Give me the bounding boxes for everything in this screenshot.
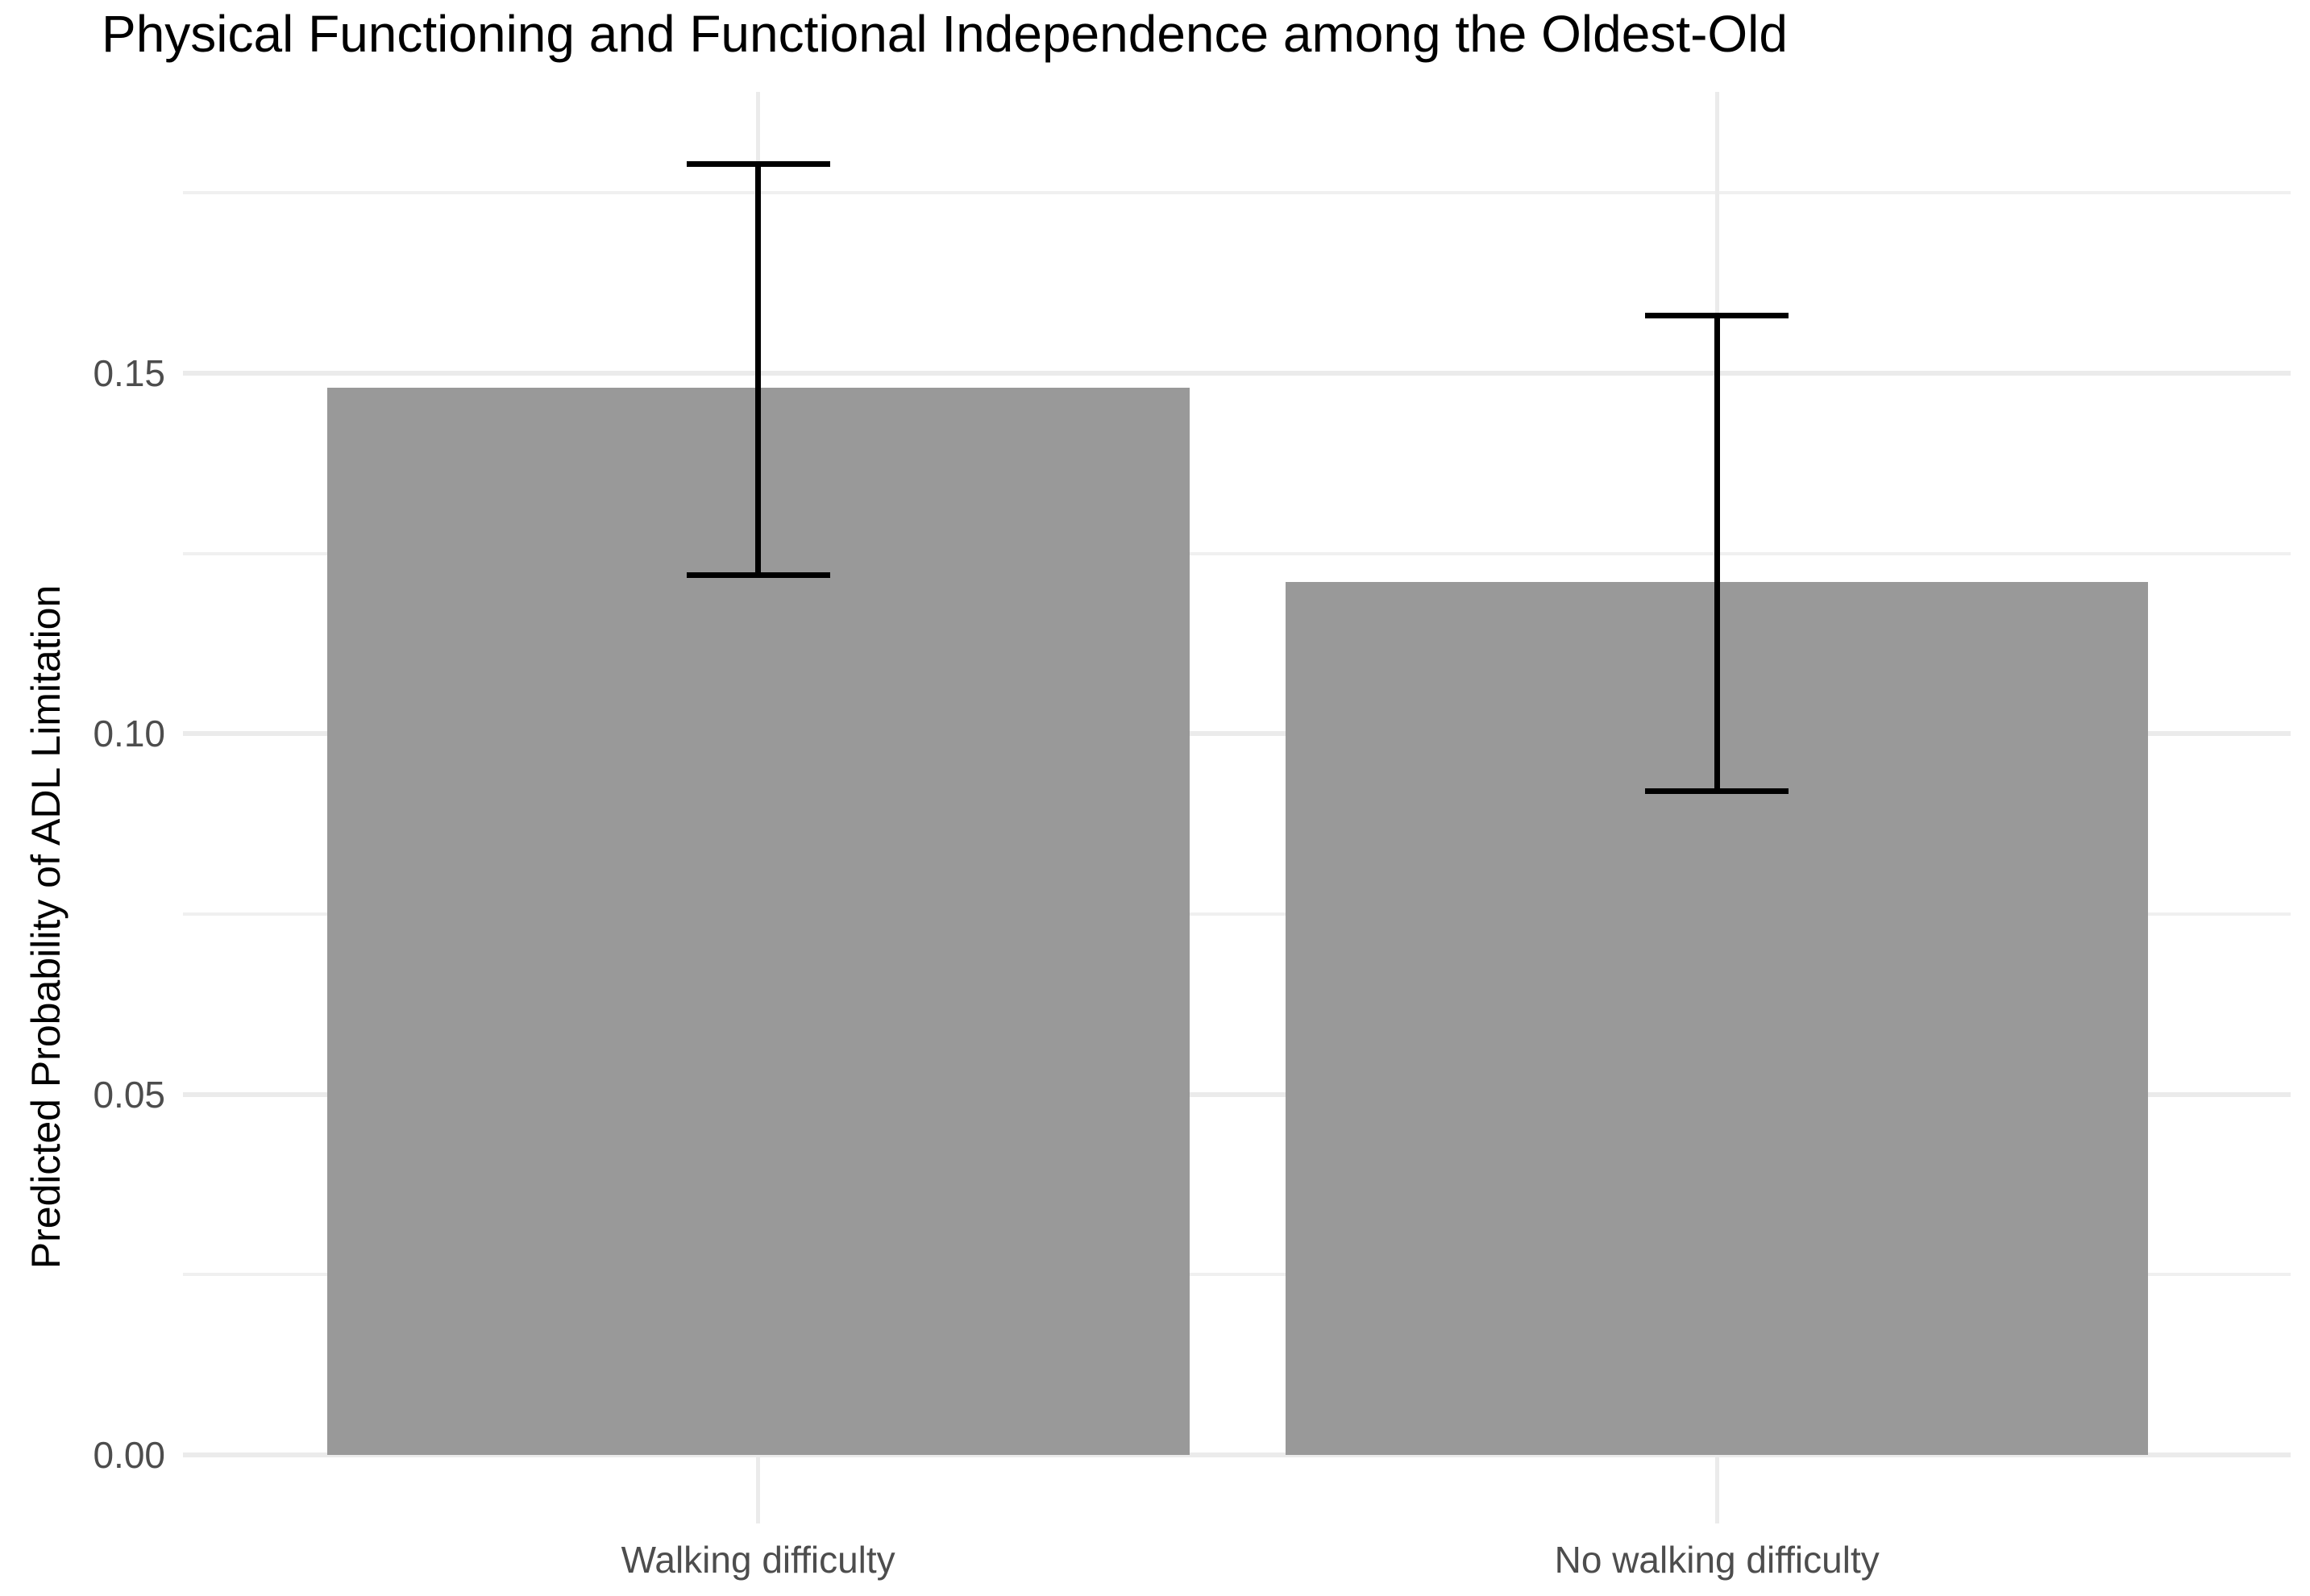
minor-gridline — [183, 191, 2291, 195]
error-bar-line — [1714, 315, 1720, 792]
error-bar-cap-bottom — [686, 571, 830, 578]
minor-gridline — [183, 1273, 2291, 1277]
y-tick-label: 0.15 — [93, 351, 165, 394]
x-tick-label: No walking difficulty — [1554, 1539, 1880, 1581]
y-tick-label: 0.05 — [93, 1073, 165, 1116]
minor-gridline — [183, 912, 2291, 916]
y-tick-label: 0.00 — [93, 1434, 165, 1476]
major-gridline — [183, 731, 2291, 737]
error-bar-line — [755, 164, 762, 576]
plot-panel — [183, 92, 2291, 1523]
error-bar-cap-bottom — [1645, 788, 1789, 795]
chart-title: Physical Functioning and Functional Inde… — [102, 5, 1788, 63]
x-tick-label: Walking difficulty — [621, 1539, 895, 1581]
error-bar-cap-top — [1645, 312, 1789, 318]
minor-gridline — [183, 551, 2291, 555]
error-bar-cap-top — [686, 160, 830, 167]
major-gridline — [183, 370, 2291, 376]
y-tick-label: 0.10 — [93, 713, 165, 755]
major-gridline — [183, 1453, 2291, 1457]
major-gridline — [183, 1091, 2291, 1097]
y-axis-title-text: Predicted Probability of ADL Limitation — [23, 584, 69, 1270]
